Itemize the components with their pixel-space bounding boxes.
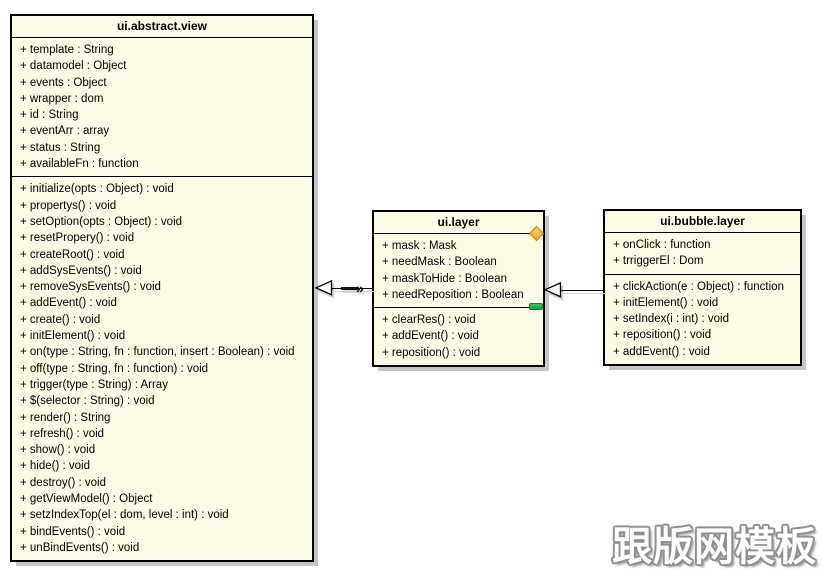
method-line: + hide() : void bbox=[20, 460, 90, 473]
attribute-line: + wrapper : dom bbox=[20, 92, 104, 105]
method-line: + setOption(opts : Object) : void bbox=[20, 215, 183, 228]
methods-compartment: + initialize(opts : Object) : void + prop… bbox=[12, 177, 312, 560]
method-line: + clearRes() : void bbox=[382, 314, 476, 327]
method-line: + render() : String bbox=[20, 411, 111, 424]
method-line: + show() : void bbox=[20, 444, 96, 457]
method-line: + off(type : String, fn : function) : vo… bbox=[20, 362, 209, 375]
method-line: + setIndex(i : int) : void bbox=[613, 313, 730, 326]
green-marker-icon bbox=[529, 303, 543, 310]
method-line: + bindEvents() : void bbox=[20, 525, 126, 538]
methods-compartment: + clickAction(e : Object) : function + in… bbox=[605, 275, 800, 364]
attributes-compartment: + mask : Mask + needMask : Boolean + maskT… bbox=[374, 234, 543, 309]
method-line: + initialize(opts : Object) : void bbox=[20, 183, 174, 196]
method-line: + reposition() : void bbox=[382, 346, 481, 359]
generalization-arrow-icon bbox=[315, 280, 333, 296]
connector-line bbox=[561, 289, 604, 291]
method-line: + unBindEvents() : void bbox=[20, 541, 140, 554]
watermark-text: 跟版网模板 bbox=[612, 525, 817, 569]
class-ui-layer[interactable]: ui.layer + mask : Mask + needMask : Boole… bbox=[372, 210, 545, 368]
guillemet-arrow-icon: » bbox=[356, 279, 364, 296]
generalization-ui-layer-to-ui-abstract-view[interactable]: » bbox=[315, 280, 373, 298]
method-line: + getViewModel() : Object bbox=[20, 493, 153, 506]
attribute-line: + onClick : function bbox=[613, 239, 711, 251]
method-line: + initElement() : void bbox=[20, 330, 126, 343]
attribute-line: + id : String bbox=[20, 109, 79, 122]
attribute-line: + trriggerEl : Dom bbox=[613, 255, 704, 268]
connector-dark-segment bbox=[341, 286, 358, 290]
attributes-compartment: + onClick : function + trriggerEl : Dom bbox=[605, 233, 800, 275]
method-line: + refresh() : void bbox=[20, 427, 105, 440]
method-line: + addSysEvents() : void bbox=[20, 264, 142, 277]
method-line: + initElement() : void bbox=[613, 296, 719, 309]
method-line: + setzIndexTop(el : dom, level : int) : … bbox=[20, 509, 229, 522]
attribute-line: + template : String bbox=[20, 44, 114, 56]
method-line: + on(type : String, fn : function, inser… bbox=[20, 346, 295, 359]
method-line: + resetPropery() : void bbox=[20, 232, 135, 245]
method-line: + $(selector : String) : void bbox=[20, 395, 155, 408]
method-line: + create() : void bbox=[20, 313, 101, 326]
method-line: + addEvent() : void bbox=[613, 345, 710, 358]
attribute-line: + availableFn : function bbox=[20, 158, 139, 171]
method-line: + trigger(type : String) : Array bbox=[20, 378, 168, 391]
attribute-line: + maskToHide : Boolean bbox=[382, 272, 507, 285]
method-line: + removeSysEvents() : void bbox=[20, 281, 161, 294]
method-line: + reposition() : void bbox=[613, 329, 712, 342]
attribute-line: + eventArr : array bbox=[20, 125, 110, 138]
attribute-line: + datamodel : Object bbox=[20, 60, 127, 73]
method-line: + clickAction(e : Object) : function bbox=[613, 280, 784, 293]
generalization-ui-bubble-layer-to-ui-layer[interactable] bbox=[544, 282, 604, 300]
method-line: + addEvent() : void bbox=[382, 330, 479, 343]
method-line: + propertys() : void bbox=[20, 199, 117, 212]
class-ui-abstract-view[interactable]: ui.abstract.view + template : String + da… bbox=[10, 14, 314, 563]
method-line: + destroy() : void bbox=[20, 476, 106, 489]
generalization-arrow-icon bbox=[544, 282, 562, 298]
attribute-line: + mask : Mask bbox=[382, 240, 457, 252]
class-title: ui.layer bbox=[374, 212, 543, 234]
method-line: + createRoot() : void bbox=[20, 248, 125, 261]
attribute-line: + needReposition : Boolean bbox=[382, 288, 524, 301]
attributes-compartment: + template : String + datamodel : Object +… bbox=[12, 38, 312, 178]
class-title: ui.bubble.layer bbox=[605, 211, 800, 233]
attribute-line: + needMask : Boolean bbox=[382, 256, 497, 269]
attribute-line: + status : String bbox=[20, 141, 101, 154]
methods-compartment: + clearRes() : void + addEvent() : void + … bbox=[374, 308, 543, 365]
attribute-line: + events : Object bbox=[20, 76, 107, 89]
class-ui-bubble-layer[interactable]: ui.bubble.layer + onClick : function + tr… bbox=[603, 209, 802, 367]
class-title: ui.abstract.view bbox=[12, 16, 312, 38]
method-line: + addEvent() : void bbox=[20, 297, 117, 310]
